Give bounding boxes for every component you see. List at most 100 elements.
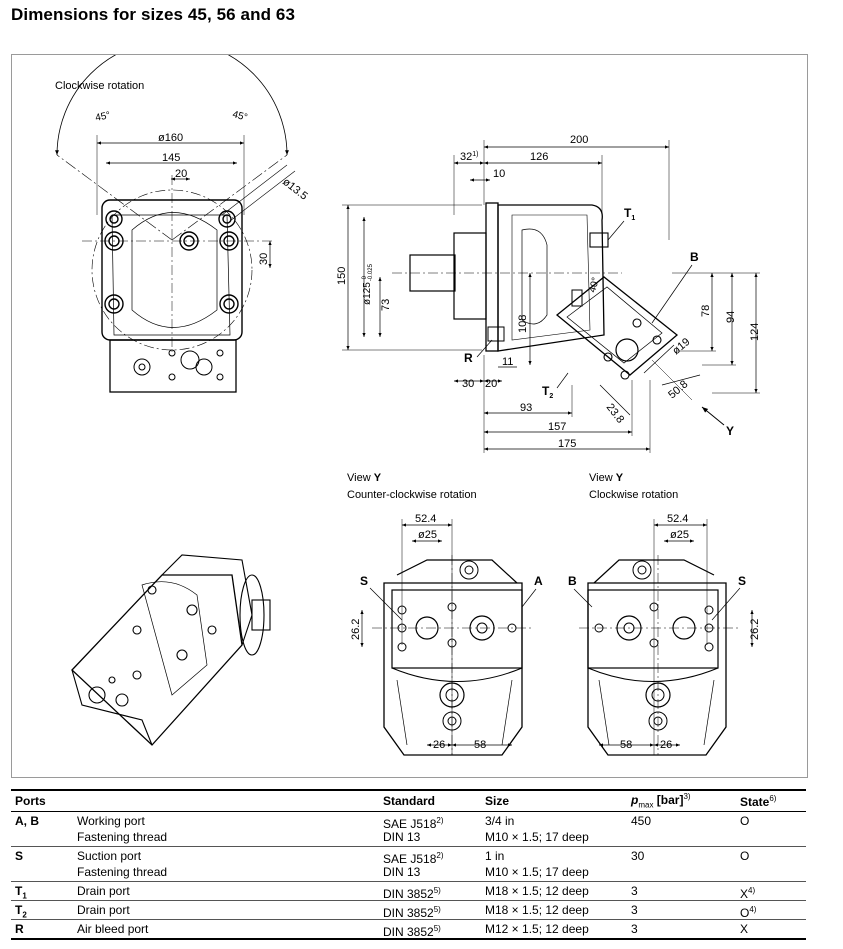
ccw-dim-52-4: 52.4 — [415, 513, 436, 525]
dim-40-angle: 40° — [587, 276, 602, 293]
cell-port: A, B — [15, 814, 39, 828]
dim-11: 11 — [502, 356, 513, 368]
dim-23-8: 23.8 — [604, 401, 627, 425]
dim-125: ø125 0-0.025 — [362, 263, 374, 305]
cell-pmax: 30 — [631, 849, 645, 863]
view-y-cw: View Y Clockwise rotation 52.4 ø25 B S 2… — [568, 472, 761, 756]
table-row: T1 Drain port DIN 38525) M18 × 1.5; 12 deep… — [11, 882, 806, 901]
cell-state: O — [740, 814, 750, 828]
cell-description: Air bleed port — [77, 922, 149, 936]
dim-150: 150 — [336, 267, 348, 285]
cell-port: S — [15, 849, 24, 863]
cell-port: R — [15, 922, 24, 936]
dim-145: 145 — [162, 152, 180, 164]
header-standard: Standard — [383, 794, 436, 808]
header-state: State6) — [740, 793, 777, 809]
table-row: R Air bleed port DIN 38525) M12 × 1.5; 12 d… — [11, 920, 806, 940]
front-view: Clockwise rotation 45° 45° ø160 145 20 ø… — [55, 55, 310, 393]
dim-10: 10 — [493, 168, 505, 180]
dim-13-5: ø13.5 — [280, 176, 310, 203]
cell-standard: SAE J5182)DIN 13 — [383, 816, 444, 844]
cell-size: M12 × 1.5; 12 deep — [485, 922, 589, 936]
cell-standard: SAE J5182)DIN 13 — [383, 851, 444, 879]
dim-78: 78 — [700, 305, 712, 317]
ccw-dim-26: 26 — [433, 739, 445, 751]
port-t2-label: T2 — [542, 384, 553, 400]
cell-standard: DIN 38525) — [383, 886, 441, 901]
cell-port: T1 — [15, 884, 27, 901]
cell-size: M18 × 1.5; 12 deep — [485, 884, 589, 898]
isometric-view — [71, 554, 271, 746]
cw-dia-25: ø25 — [670, 529, 689, 541]
ccw-port-s-label: S — [360, 574, 368, 588]
dim-20: 20 — [175, 168, 187, 180]
cell-standard: DIN 38525) — [383, 924, 441, 939]
dim-160: ø160 — [158, 132, 183, 144]
view-y-ccw: View Y Counter-clockwise rotation 52.4 ø… — [347, 472, 543, 756]
cell-description: Drain port — [77, 884, 130, 898]
cell-state: X4) — [740, 886, 756, 901]
ccw-dim-58: 58 — [474, 739, 486, 751]
view-cw-caption: View Y — [589, 472, 624, 484]
dim-126: 126 — [530, 151, 548, 163]
dim-175: 175 — [558, 438, 576, 450]
cw-dim-52-4: 52.4 — [667, 513, 688, 525]
dim-73: 73 — [380, 299, 392, 311]
header-ports: Ports — [15, 794, 46, 808]
view-ccw-caption: View Y — [347, 472, 382, 484]
dim-157: 157 — [548, 421, 566, 433]
angle-label-left: 45° — [94, 110, 111, 124]
page-title: Dimensions for sizes 45, 56 and 63 — [11, 5, 296, 24]
view-cw-rotation: Clockwise rotation — [589, 489, 678, 501]
drawing-canvas: Clockwise rotation 45° 45° ø160 145 20 ø… — [55, 55, 761, 756]
side-view: 200 321) 126 10 T1 B 150 ø125 0-0.025 73 — [336, 134, 761, 453]
dim-94: 94 — [725, 311, 737, 323]
cw-port-b-label: B — [568, 574, 577, 588]
dim-93: 93 — [520, 402, 532, 414]
port-r-label: R — [464, 351, 473, 365]
view-y-arrow-label: Y — [726, 424, 734, 438]
ports-table: Ports Standard Size pmax [bar]3) State6)… — [11, 789, 806, 940]
cell-size: M18 × 1.5; 12 deep — [485, 903, 589, 917]
cw-dim-26: 26 — [660, 739, 672, 751]
cell-state: O — [740, 849, 750, 863]
cell-description: Drain port — [77, 903, 130, 917]
ccw-dia-25: ø25 — [418, 529, 437, 541]
angle-label-right: 45° — [231, 109, 248, 123]
cw-port-s-label: S — [738, 574, 746, 588]
dim-124: 124 — [749, 323, 761, 341]
view-ccw-rotation: Counter-clockwise rotation — [347, 489, 477, 501]
cell-pmax: 3 — [631, 884, 638, 898]
dim-200: 200 — [570, 134, 588, 146]
cw-dim-58: 58 — [620, 739, 632, 751]
dim-50-8: 50.8 — [666, 378, 690, 401]
cell-pmax: 3 — [631, 922, 638, 936]
header-pmax: pmax [bar]3) — [631, 792, 691, 810]
cell-state: O4) — [740, 905, 757, 920]
header-size: Size — [485, 794, 510, 808]
front-view-caption: Clockwise rotation — [55, 80, 144, 92]
table-header-row: Ports Standard Size pmax [bar]3) State6) — [11, 789, 806, 812]
dim-20-bottom: 20 — [485, 378, 497, 390]
cell-standard: DIN 38525) — [383, 905, 441, 920]
ccw-dim-26-2: 26.2 — [350, 619, 362, 640]
cell-state: X — [740, 922, 749, 936]
table-row: T2 Drain port DIN 38525) M18 × 1.5; 12 deep… — [11, 901, 806, 920]
cell-port: T2 — [15, 903, 27, 920]
dim-19: ø19 — [670, 336, 692, 357]
dim-30-bottom: 30 — [462, 378, 474, 390]
cw-dim-26-2: 26.2 — [749, 619, 761, 640]
dim-108: 108 — [517, 315, 529, 333]
cell-pmax: 3 — [631, 903, 638, 917]
port-t1-label: T1 — [624, 206, 635, 222]
cell-pmax: 450 — [631, 814, 652, 828]
ccw-port-a-label: A — [534, 574, 543, 588]
dim-32: 321) — [460, 151, 478, 163]
